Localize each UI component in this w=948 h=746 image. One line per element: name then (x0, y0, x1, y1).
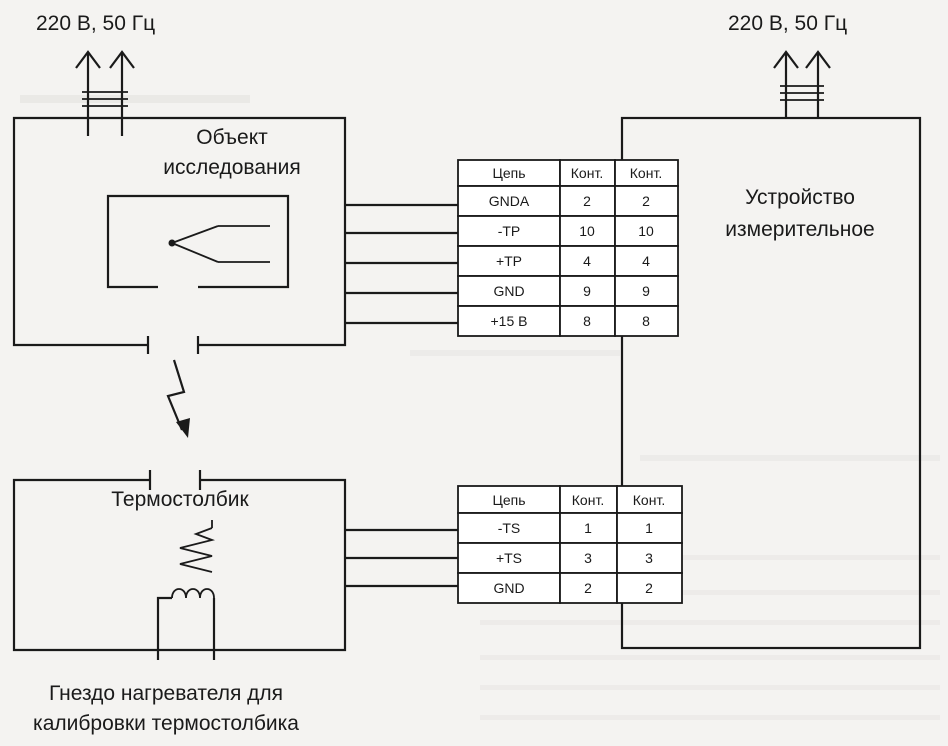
heater-caption-line-2: калибровки термостолбика (33, 712, 299, 735)
wires-bottom (345, 528, 458, 588)
table-cell: 9 (583, 283, 591, 299)
connection-table-bottom: Цепь Конт. Конт. -TS 1 1 +TS 3 3 GND 2 2 (457, 485, 683, 604)
table-cell: 2 (584, 580, 592, 596)
table-cell: +TP (496, 253, 522, 269)
power-input-right: 220 В, 50 Гц (728, 12, 847, 118)
table-cell: -TP (498, 223, 521, 239)
table-cell: GND (493, 580, 524, 596)
object-title-line-2: исследования (163, 156, 300, 179)
object-of-study: Объект исследования (12, 116, 347, 354)
wires-top (345, 203, 458, 325)
table-cell: 10 (579, 223, 595, 239)
object-title-line-1: Объект (196, 126, 268, 149)
radiation-icon (166, 359, 190, 438)
table-header-cell: Цепь (492, 165, 525, 181)
thermopile: Термостолбик Гнездо нагревателя для кали… (12, 470, 347, 735)
table-cell: 1 (584, 520, 592, 536)
device-title-line-2: измерительное (725, 218, 874, 241)
table-header-cell: Конт. (633, 492, 665, 508)
thermopile-title: Термостолбик (111, 488, 249, 511)
table-cell: -TS (498, 520, 521, 536)
table-header-cell: Конт. (571, 165, 603, 181)
power-label-right: 220 В, 50 Гц (728, 12, 847, 35)
arrow-up-icon (773, 50, 799, 69)
thermopile-element-icon (179, 520, 216, 573)
table-cell: +15 В (491, 313, 528, 329)
connection-table-top: Цепь Конт. Конт. GNDA 2 2 -TP 10 10 +TP … (457, 159, 679, 337)
table-cell: 3 (645, 550, 653, 566)
device-title-line-1: Устройство (745, 186, 855, 209)
table-cell: 8 (583, 313, 591, 329)
heater-coil-icon (156, 588, 216, 660)
background-bleed (20, 95, 940, 720)
measuring-device: Устройство измерительное (620, 116, 922, 650)
table-cell: GNDA (489, 193, 530, 209)
arrow-up-icon (75, 50, 101, 69)
table-header-cell: Конт. (572, 492, 604, 508)
table-cell: 4 (583, 253, 591, 269)
arrow-up-icon (805, 50, 831, 69)
table-cell: 4 (642, 253, 650, 269)
table-header-cell: Конт. (630, 165, 662, 181)
arrow-up-icon (109, 50, 135, 69)
table-cell: 2 (583, 193, 591, 209)
table-cell: 3 (584, 550, 592, 566)
heater-caption-line-1: Гнездо нагревателя для (49, 682, 283, 705)
table-cell: 2 (642, 193, 650, 209)
table-header-cell: Цепь (492, 492, 525, 508)
thermocouple-icon (168, 225, 270, 263)
table-cell: 1 (645, 520, 653, 536)
table-cell: +TS (496, 550, 522, 566)
table-cell: 10 (638, 223, 654, 239)
table-cell: 9 (642, 283, 650, 299)
table-cell: GND (493, 283, 524, 299)
power-input-left: 220 В, 50 Гц (36, 12, 155, 136)
table-cell: 8 (642, 313, 650, 329)
power-label-left: 220 В, 50 Гц (36, 12, 155, 35)
table-cell: 2 (645, 580, 653, 596)
